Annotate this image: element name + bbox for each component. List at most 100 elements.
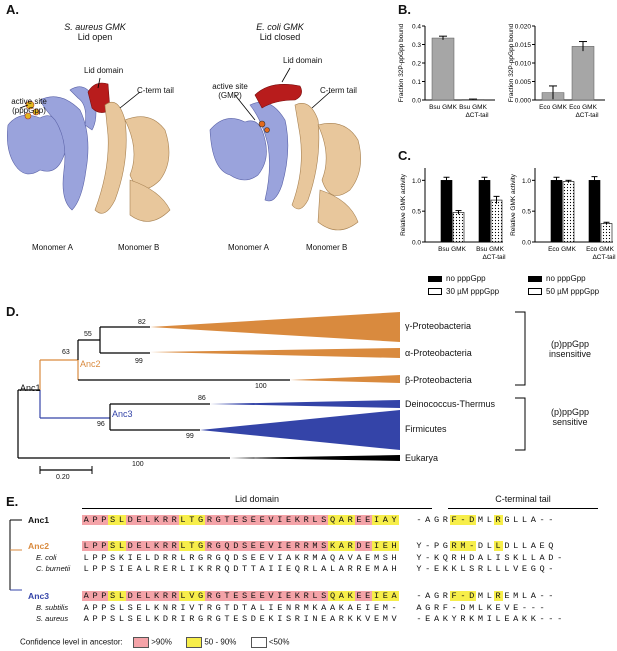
alignment-row-name-1: Anc2 bbox=[28, 541, 50, 551]
category-label-1: Eco GMK bbox=[569, 104, 597, 111]
residue: E bbox=[249, 591, 258, 601]
residue: Y bbox=[389, 515, 399, 525]
monomer-b-left-label: Monomer B bbox=[118, 243, 160, 252]
residue: R bbox=[171, 553, 178, 563]
residue: G bbox=[196, 591, 206, 601]
anc3-descendant-branches bbox=[109, 403, 210, 431]
residue: V bbox=[189, 603, 195, 613]
monomer-b-ribbon-left bbox=[94, 101, 171, 222]
category-label-line2-1: ΔCT-tail bbox=[482, 254, 506, 261]
confidence-mid-text: 50 - 90% bbox=[204, 637, 237, 647]
residue: M bbox=[382, 614, 389, 624]
residue: R bbox=[301, 515, 311, 525]
residue: - bbox=[391, 603, 398, 613]
residue: E bbox=[284, 515, 294, 525]
residue: L bbox=[83, 564, 90, 574]
y-tick-label: 0.3 bbox=[412, 42, 421, 49]
insensitive-label: (p)ppGpp insensitive bbox=[530, 339, 610, 359]
category-label-0: Eco GMK bbox=[548, 246, 576, 253]
lid-domain-bracket bbox=[82, 508, 432, 509]
residue: R bbox=[215, 564, 222, 574]
residue: R bbox=[206, 614, 213, 624]
y-axis-label: Relative GMK activity bbox=[510, 173, 517, 236]
residue: T bbox=[242, 564, 248, 574]
residue: Q bbox=[548, 541, 554, 551]
lid-right-label: Lid domain bbox=[283, 56, 323, 65]
category-label-0: Eco GMK bbox=[539, 104, 567, 111]
residue: - bbox=[458, 515, 468, 525]
sensitivity-brackets bbox=[515, 311, 526, 451]
panel-d-label: D. bbox=[6, 304, 19, 319]
residue: E bbox=[277, 603, 283, 613]
residue: G bbox=[442, 541, 449, 551]
panel-c-label: C. bbox=[398, 148, 411, 163]
residue: R bbox=[206, 603, 213, 613]
residue: S bbox=[504, 553, 510, 563]
residue: E bbox=[381, 591, 390, 601]
gamma-proteobacteria-clade bbox=[150, 312, 400, 342]
y-tick-label: 0.005 bbox=[515, 79, 532, 86]
residue: R bbox=[294, 614, 301, 624]
residue: A bbox=[83, 603, 90, 613]
residue: L bbox=[117, 541, 126, 551]
residue: E bbox=[321, 614, 327, 624]
residue: G bbox=[433, 515, 440, 525]
residue: Q bbox=[539, 564, 545, 574]
residue: G bbox=[196, 541, 206, 551]
residue: L bbox=[486, 541, 493, 551]
sensitive-line2: sensitive bbox=[552, 417, 588, 427]
residue: I bbox=[275, 591, 285, 601]
residue: L bbox=[118, 614, 125, 624]
insensitive-line2: insensitive bbox=[548, 349, 592, 359]
residue: V bbox=[347, 553, 354, 563]
residue: A bbox=[285, 553, 292, 563]
confidence-swatch-high bbox=[132, 637, 149, 648]
residue: R bbox=[356, 564, 362, 574]
residue: D bbox=[460, 603, 466, 613]
residue: E bbox=[257, 591, 267, 601]
residue: V bbox=[187, 591, 197, 601]
residue: R bbox=[205, 515, 214, 525]
residue: E bbox=[233, 614, 239, 624]
legend-no-text-right: no pppGpp bbox=[546, 274, 586, 283]
residue: D bbox=[233, 564, 239, 574]
anc2-label: Anc2 bbox=[80, 359, 101, 369]
monomer-b-right-label: Monomer B bbox=[306, 243, 348, 252]
bar-30-M-pppGpp-1 bbox=[490, 199, 503, 243]
residue: - bbox=[425, 541, 431, 551]
residue: E bbox=[127, 564, 134, 574]
residue: K bbox=[293, 515, 302, 525]
residue: L bbox=[145, 564, 151, 574]
alignment-tree bbox=[9, 519, 22, 591]
residue: A bbox=[329, 614, 336, 624]
residue: E bbox=[250, 553, 257, 563]
residue: E bbox=[257, 541, 267, 551]
residue: E bbox=[354, 591, 364, 601]
residue: - bbox=[530, 603, 537, 613]
residue: L bbox=[178, 515, 188, 525]
residue: I bbox=[486, 614, 493, 624]
residue: E bbox=[363, 515, 373, 525]
residue: K bbox=[486, 603, 493, 613]
firmicutes-clade bbox=[200, 410, 400, 450]
residue: N bbox=[285, 603, 292, 613]
clade-label-deinococcus: Deinococcus-Thermus bbox=[405, 399, 496, 409]
anc1-label: Anc1 bbox=[20, 383, 41, 393]
residue: I bbox=[268, 603, 274, 613]
y-tick-label: 0.015 bbox=[515, 42, 532, 49]
residue: R bbox=[161, 515, 170, 525]
legend-no-pppgpp-right: no pppGpp bbox=[528, 274, 586, 283]
active-site-left-line1: active site bbox=[11, 97, 47, 106]
residue: S bbox=[242, 614, 248, 624]
residue: P bbox=[101, 564, 107, 574]
residue: D bbox=[233, 553, 239, 563]
residue: A bbox=[513, 614, 519, 624]
residue: G bbox=[504, 515, 510, 525]
bar-50-M-pppGpp-0 bbox=[562, 181, 575, 243]
residue: A bbox=[321, 553, 327, 563]
residue: K bbox=[154, 614, 160, 624]
confidence-swatch-low bbox=[250, 637, 267, 648]
